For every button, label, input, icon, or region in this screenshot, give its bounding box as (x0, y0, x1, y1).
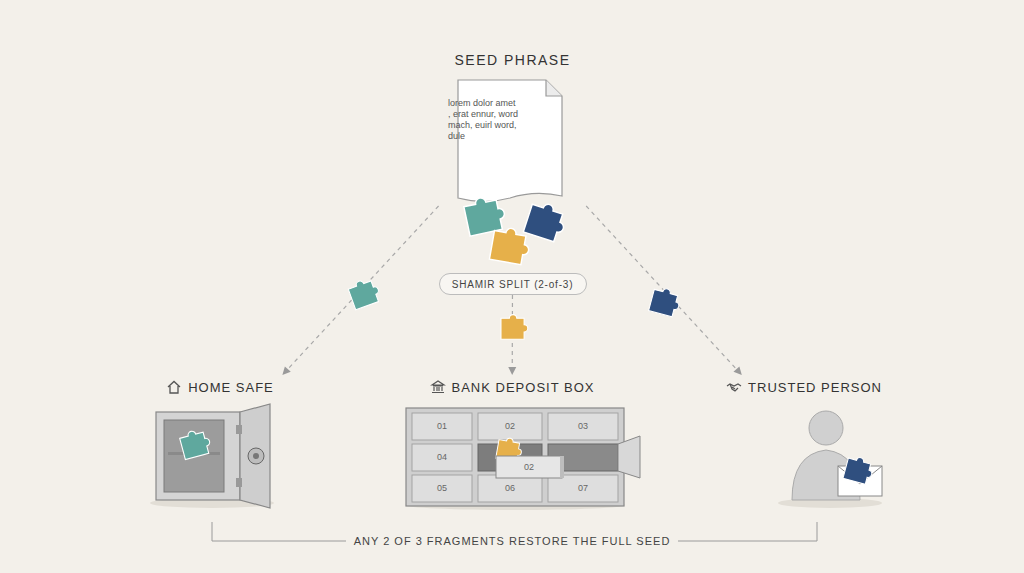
location-heading: TRUSTED PERSON (748, 380, 882, 395)
arrowhead (282, 366, 290, 375)
dashed-line (586, 206, 742, 375)
dashed-arrow (586, 206, 742, 375)
person-illustration (778, 411, 882, 508)
location-icon (166, 379, 182, 395)
safe-illustration (150, 404, 274, 508)
location-heading: HOME SAFE (188, 380, 274, 395)
box-number: 06 (505, 483, 515, 493)
pill-label: SHAMIR SPLIT (2-of-3) (452, 279, 574, 290)
dashed-arrow (282, 206, 438, 375)
box-number: 03 (578, 421, 588, 431)
location-icon (430, 379, 446, 395)
box-number: 05 (437, 483, 447, 493)
heading-row: BANK DEPOSIT BOX (402, 375, 622, 395)
seed-document: SEED PHRASE lorem dolor amet , erat ennur… (420, 46, 605, 206)
box-number: 01 (437, 421, 447, 431)
box-number: 02 (505, 421, 515, 431)
box-number: 04 (437, 452, 447, 462)
heading-row: HOME SAFE (140, 375, 300, 395)
box-number: 02 (524, 462, 534, 472)
heading: SEED PHRASE (420, 46, 605, 68)
split-pill: SHAMIR SPLIT (2-of-3) (439, 273, 587, 295)
caption: ANY 2 OF 3 FRAGMENTS RESTORE THE FULL SE… (346, 535, 679, 547)
dashed-line (282, 206, 438, 375)
storage-location: HOME SAFE (140, 375, 300, 510)
box-number: 07 (578, 483, 588, 493)
location-heading: BANK DEPOSIT BOX (452, 380, 595, 395)
arrowhead (733, 366, 741, 375)
puzzle-pieces (347, 194, 682, 340)
arrowhead (508, 367, 516, 375)
location-icon (726, 379, 742, 395)
deposit-box-illustration (405, 408, 640, 510)
seed-words: lorem dolor amet , erat ennur, word mach… (448, 98, 520, 142)
heading-row: TRUSTED PERSON (717, 375, 891, 395)
storage-location: TRUSTED PERSON (717, 375, 891, 510)
